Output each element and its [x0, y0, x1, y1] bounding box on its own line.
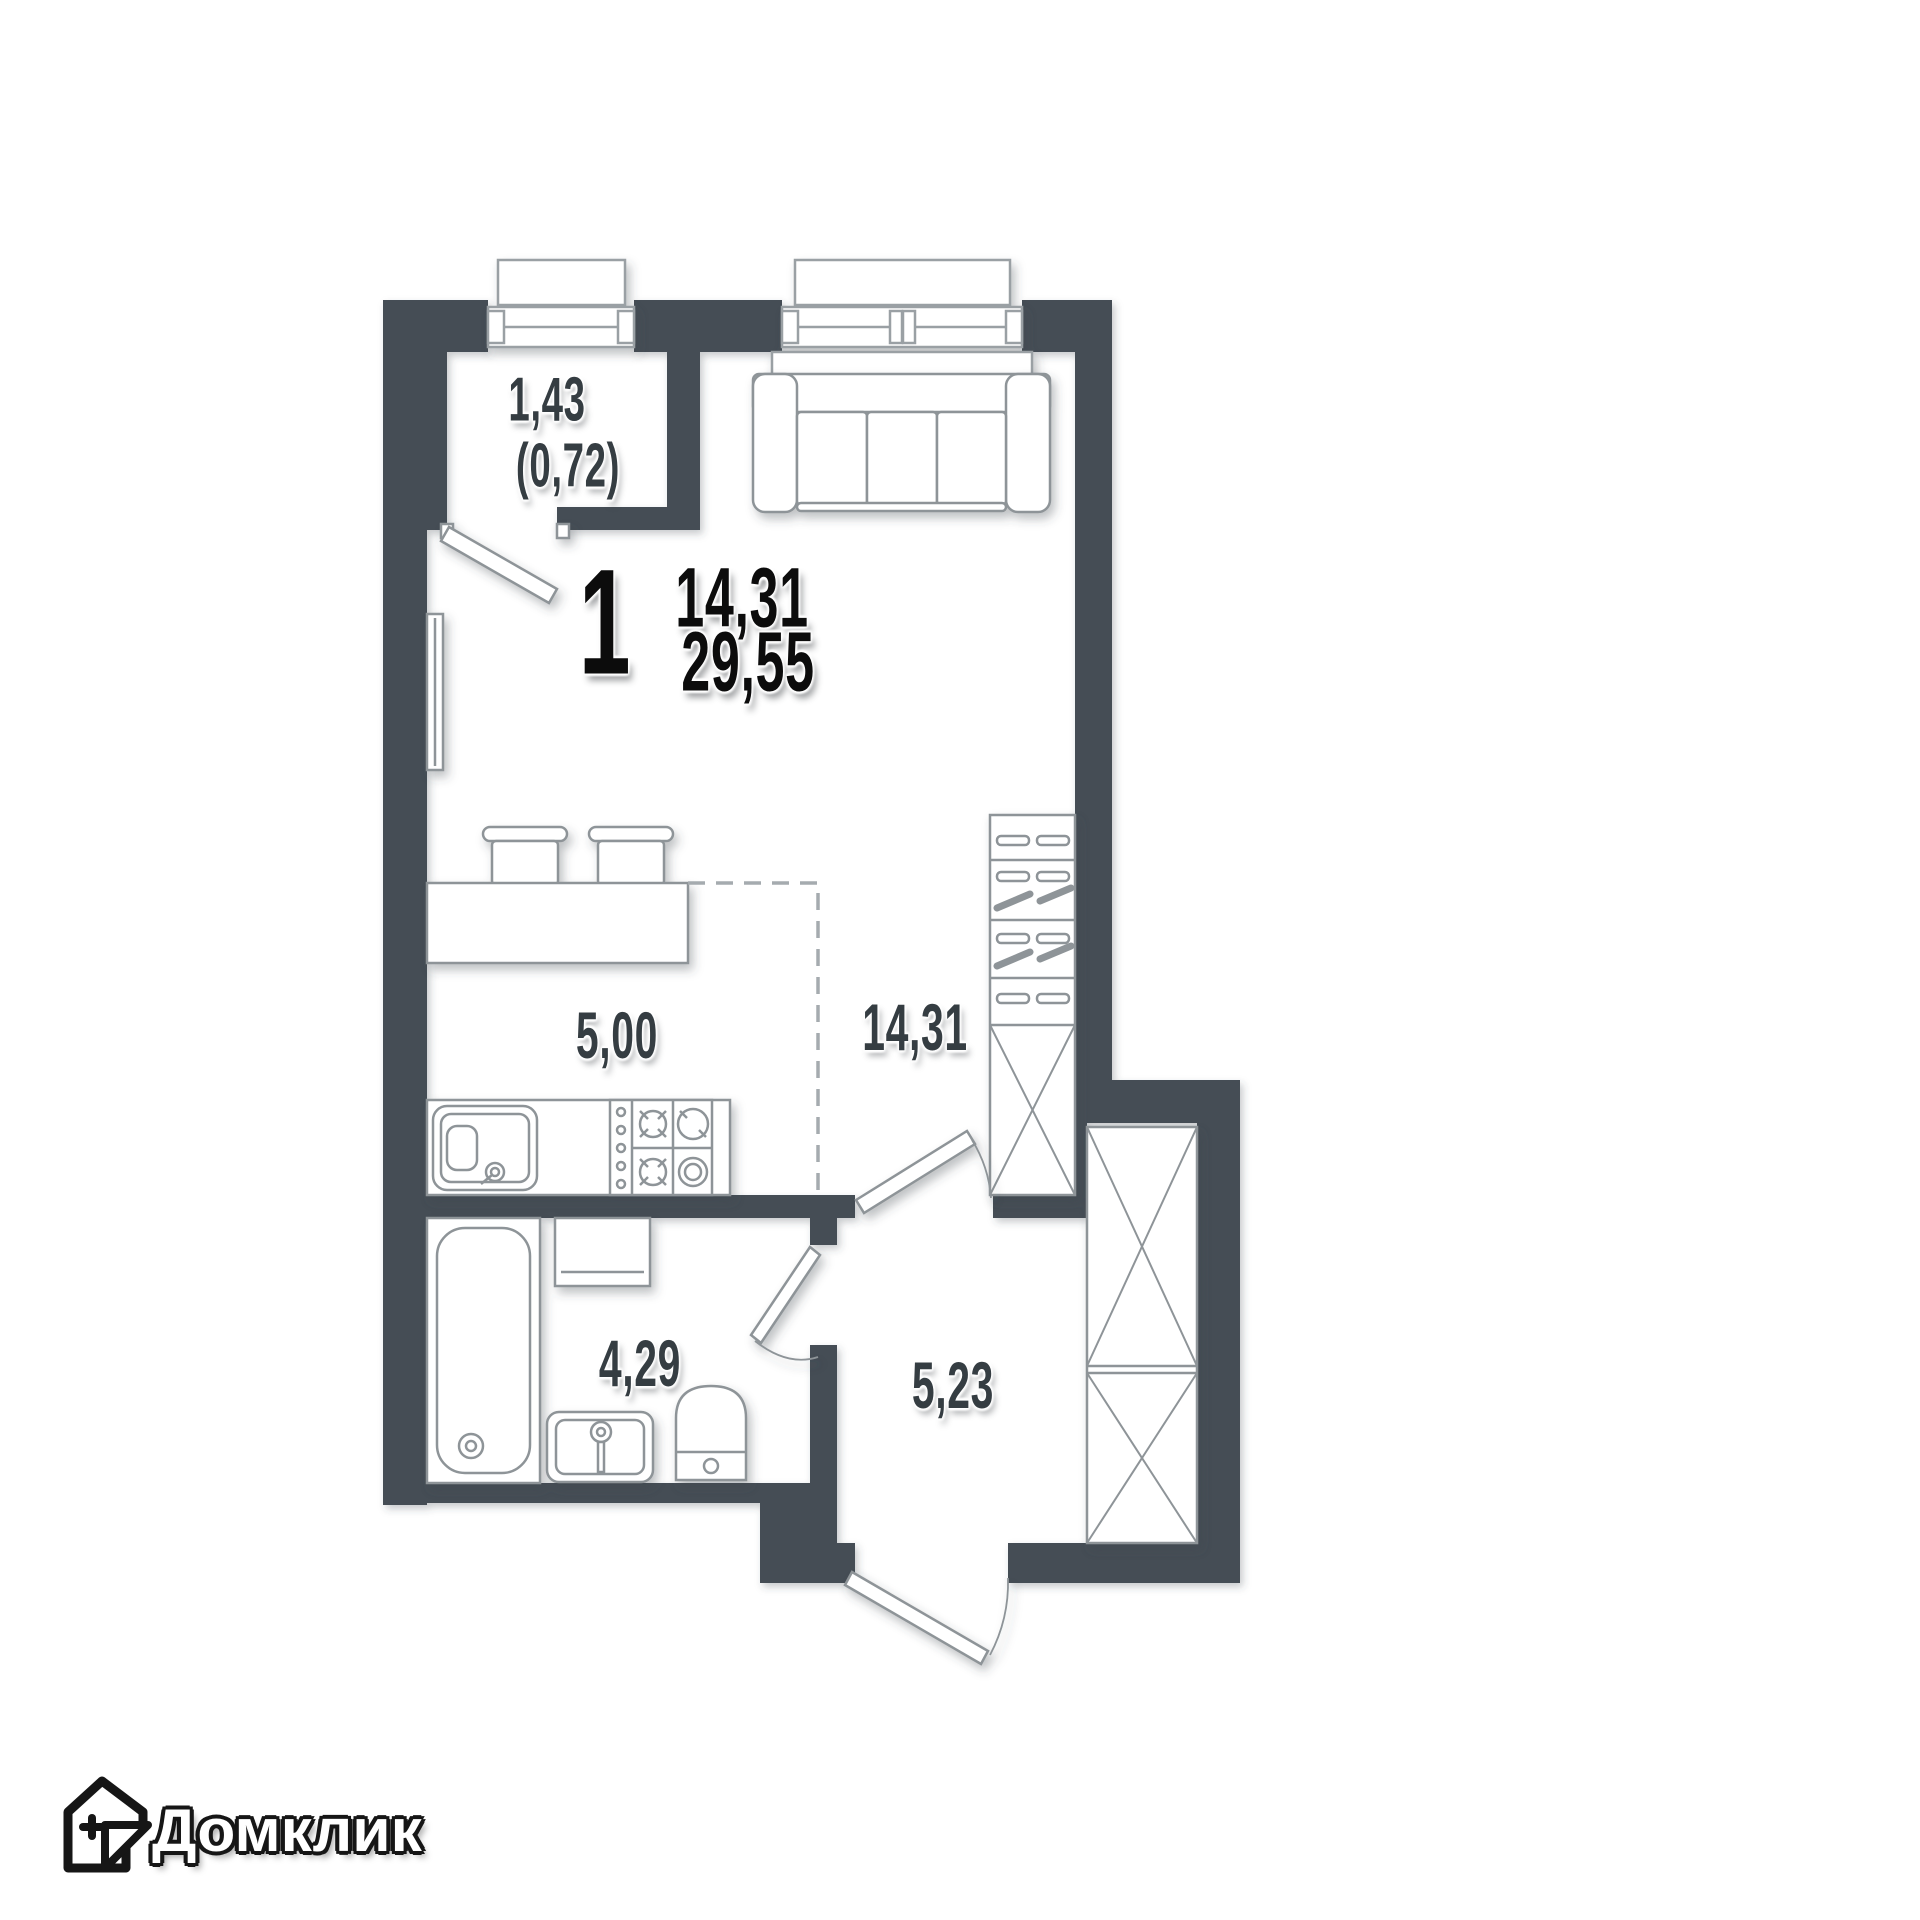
shelving-closet — [988, 813, 1077, 1197]
entrance-door — [843, 1570, 1009, 1666]
washing-machine — [553, 1216, 652, 1288]
stove — [608, 1098, 714, 1197]
wardrobe — [1085, 1125, 1199, 1545]
living-area-total-label: 14,31 — [675, 550, 809, 645]
hallway-area-label: 5,23 — [911, 1348, 995, 1422]
domclick-logo-icon — [63, 1776, 152, 1873]
living-room-area-label: 14,31 — [862, 990, 968, 1064]
rooms-count-label: 1 — [578, 537, 632, 706]
walls — [383, 300, 1240, 1583]
balcony-reduced-area-label: (0,72) — [515, 431, 621, 501]
kitchen-area-label: 5,00 — [575, 998, 659, 1072]
kitchen-sink — [431, 1104, 539, 1192]
furniture — [425, 372, 1199, 1545]
domclick-logo-text: Домклик — [152, 1797, 422, 1864]
chair — [481, 825, 569, 887]
chair — [587, 825, 675, 887]
windows — [486, 258, 1034, 384]
toilet — [674, 1384, 748, 1482]
bathroom-door — [749, 1245, 822, 1361]
living-room-hall-door — [854, 1129, 992, 1215]
balcony-door — [439, 522, 571, 605]
balcony-window — [486, 258, 636, 349]
kitchen-zone-boundary — [688, 881, 820, 1195]
total-area-label: 29,55 — [681, 614, 815, 709]
bathroom-sink — [545, 1410, 655, 1484]
radiator — [425, 612, 445, 772]
doors — [439, 522, 1009, 1666]
sofa — [751, 372, 1052, 514]
dining-table — [425, 881, 690, 965]
living-room-window — [780, 258, 1024, 349]
balcony-area-label: 1,43 — [508, 365, 586, 435]
bathtub — [425, 1216, 542, 1485]
bathroom-area-label: 4,29 — [598, 1326, 682, 1400]
